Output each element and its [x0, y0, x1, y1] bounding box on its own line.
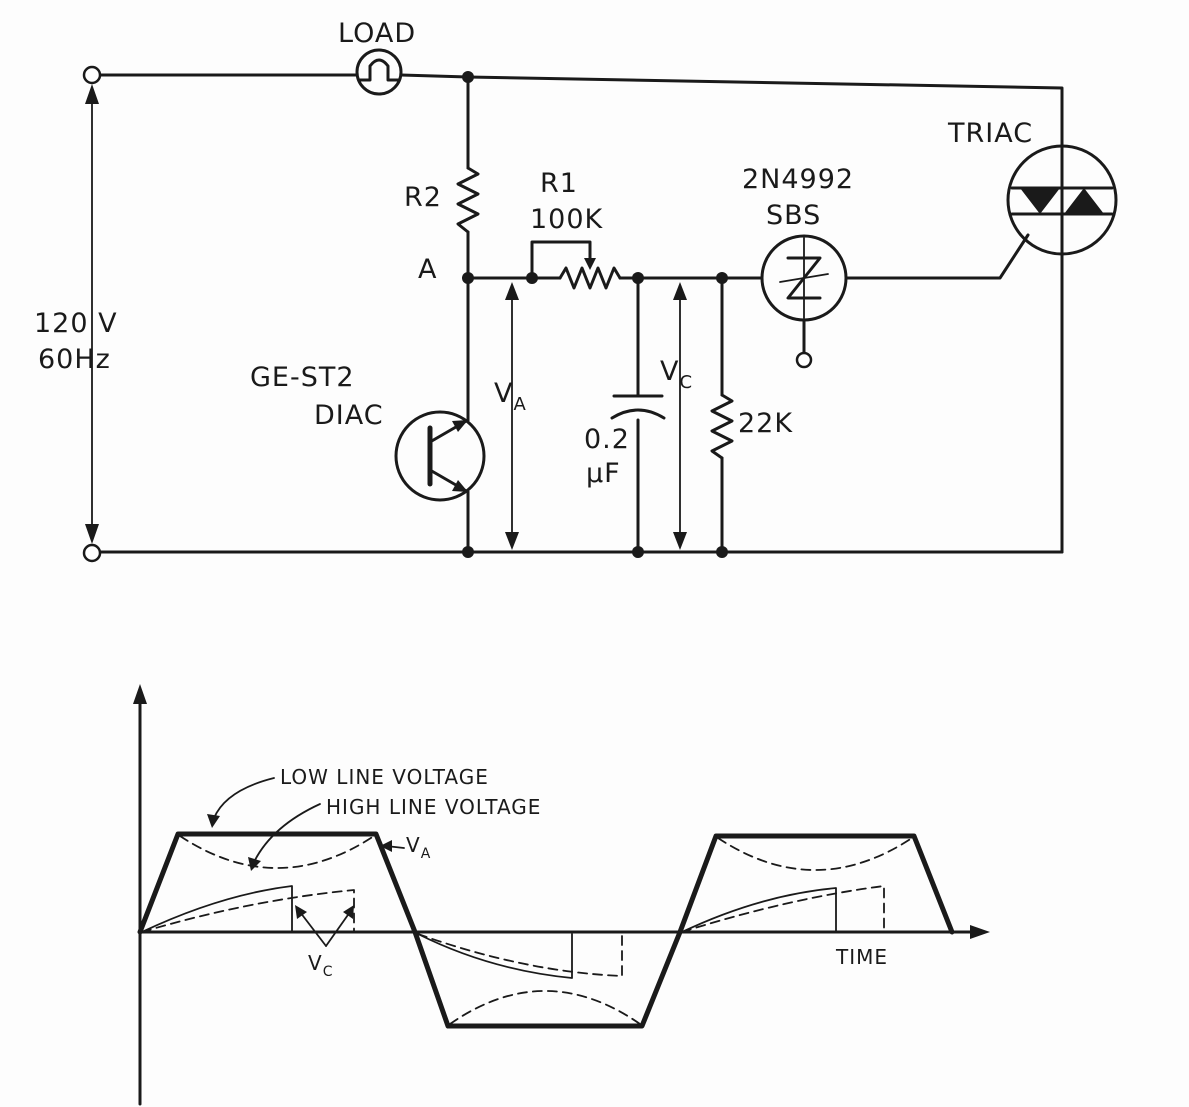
low-line-voltage-label: LOW LINE VOLTAGE [280, 765, 489, 789]
graph-pointers [207, 777, 405, 947]
waveform-graph: LOW LINE VOLTAGE HIGH LINE VOLTAGE VA VC… [133, 684, 990, 1106]
r2-label: R2 [404, 182, 442, 213]
graph-va-label: VA [406, 833, 431, 862]
r1-potentiometer [530, 240, 622, 290]
time-axis-label: TIME [835, 945, 888, 969]
sbs-label: SBS [766, 200, 821, 231]
capacitor-unit: µF [586, 458, 621, 489]
load-lamp-symbol [355, 48, 403, 96]
wires [96, 73, 1064, 554]
junction-dots [462, 71, 728, 558]
capacitor-0.2uf [610, 394, 666, 420]
capacitor-value: 0.2 [584, 424, 630, 455]
graph-axes [133, 684, 990, 1106]
vc-voltage-arrow [673, 282, 687, 550]
source-label-frequency: 60Hz [38, 344, 111, 375]
triac-label: TRIAC [947, 118, 1033, 149]
circuit-schematic: LOAD 120 V 60Hz R2 A R1 100K 2N4992 SBS … [34, 18, 1118, 563]
input-terminal-top [82, 65, 102, 85]
va-label: VA [494, 378, 526, 415]
source-voltage-arrow [85, 84, 99, 544]
node-a-label: A [418, 254, 437, 285]
diac-symbol [394, 410, 486, 502]
high-line-dashed-curves [179, 835, 913, 1025]
load-label: LOAD [338, 18, 416, 49]
sbs-part-number: 2N4992 [742, 164, 854, 195]
vc-waveform-cycle-3 [681, 885, 885, 933]
vc-label: VC [660, 356, 692, 393]
resistor-22k-label: 22K [738, 408, 793, 439]
sbs-gate-terminal [795, 351, 813, 369]
r1-value: 100K [530, 204, 604, 235]
vc-waveform-cycle-2 [417, 933, 623, 979]
input-terminal-bottom [82, 543, 102, 563]
r1-label: R1 [540, 168, 578, 199]
r2-resistor [456, 166, 480, 234]
va-voltage-arrow [505, 282, 519, 550]
high-line-voltage-label: HIGH LINE VOLTAGE [326, 795, 541, 819]
diac-label: DIAC [314, 400, 384, 431]
va-waveform [137, 831, 955, 1029]
diac-part-number: GE-ST2 [250, 362, 355, 393]
source-label-voltage: 120 V [34, 308, 118, 339]
sbs-symbol [760, 234, 848, 322]
graph-vc-label: VC [308, 951, 333, 980]
triac-symbol [1006, 144, 1118, 256]
vc-waveform-cycle-1 [141, 885, 355, 933]
resistor-22k [710, 393, 734, 460]
